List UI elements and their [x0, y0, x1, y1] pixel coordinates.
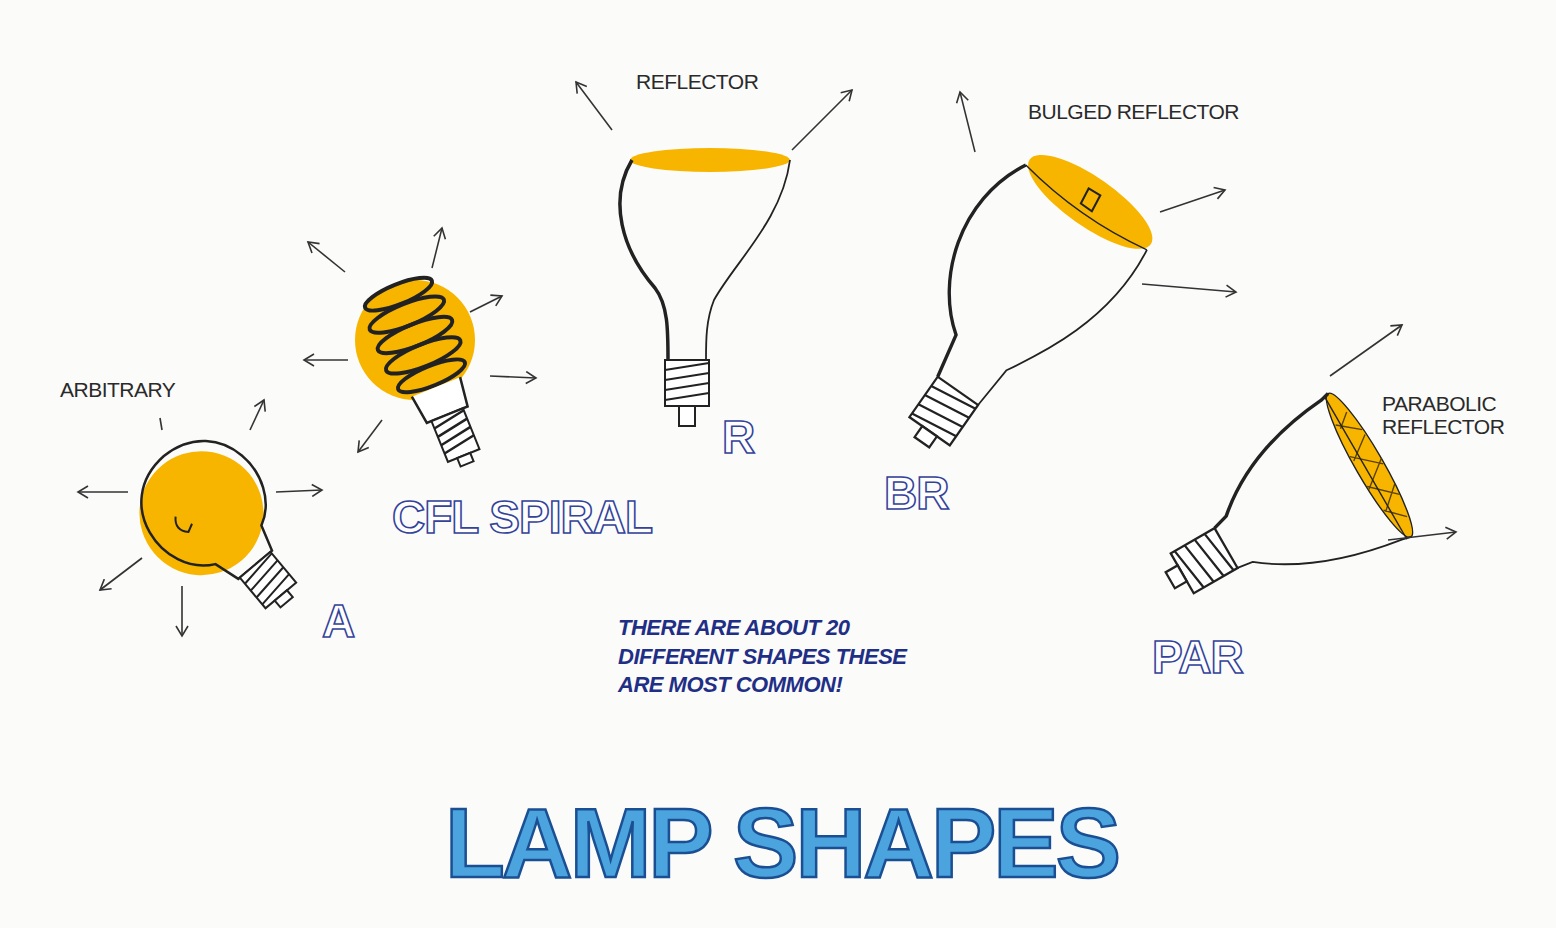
- screw-base: [431, 408, 479, 462]
- screw-thread: [432, 410, 476, 453]
- screw-base: [240, 552, 296, 608]
- base-tip: [457, 453, 473, 467]
- light-arrow: [250, 400, 264, 430]
- shape-name: CFL SPIRAL: [392, 492, 712, 543]
- shape-note: REFLECTOR: [636, 70, 836, 93]
- light-arrow: [1160, 190, 1225, 212]
- light-arrow: [576, 82, 612, 130]
- light-arrow: [490, 376, 536, 378]
- screw-thread: [665, 363, 709, 400]
- tick-mark: [160, 418, 162, 430]
- note-text: THERE ARE ABOUT 20 DIFFERENT SHAPES THES…: [618, 614, 918, 700]
- bulb-outline: [1185, 394, 1358, 529]
- spiral-coil: [361, 271, 435, 317]
- shape-code: BR: [884, 468, 1004, 519]
- bulb-outline: [1238, 485, 1411, 620]
- shape-code: PAR: [1152, 632, 1312, 683]
- base-tip: [1166, 565, 1187, 588]
- filament: [172, 511, 195, 535]
- shape-note: BULGED REFLECTOR: [1028, 100, 1308, 123]
- light-arrow: [1330, 325, 1402, 376]
- cfl-bulb: [358, 270, 504, 479]
- base-tip: [679, 406, 695, 426]
- light-arrow: [432, 228, 442, 268]
- shape-code: A: [322, 596, 402, 647]
- bulb-outline: [706, 160, 790, 360]
- par-bulb: [1129, 387, 1423, 652]
- light-arrow: [1142, 284, 1236, 292]
- filament: [1079, 188, 1102, 212]
- light-arrow: [276, 490, 322, 492]
- light-arrow: [960, 92, 975, 152]
- spiral-coil: [382, 330, 464, 380]
- screw-base: [665, 360, 709, 406]
- spiral-coil: [374, 310, 456, 360]
- a-bulb: [110, 417, 333, 648]
- base-tip: [275, 590, 293, 607]
- light-arrow: [78, 491, 128, 493]
- shape-code: R: [722, 412, 802, 463]
- br-bulb: [848, 130, 1166, 486]
- shape-note: ARBITRARY: [60, 378, 260, 401]
- spiral-coil: [366, 289, 448, 339]
- light-arrows: [78, 82, 1456, 636]
- base-tip: [915, 426, 937, 447]
- light-fill: [630, 148, 790, 172]
- light-arrow: [792, 90, 852, 150]
- diagram-title: LAMP SHAPES: [445, 790, 1118, 898]
- bulb-outline: [620, 160, 668, 360]
- light-arrow: [358, 420, 382, 452]
- light-arrow: [1388, 532, 1456, 540]
- light-fill: [1016, 139, 1165, 264]
- r-bulb: [620, 148, 790, 426]
- bulb-outline: [1022, 165, 1147, 255]
- bulb-outline: [884, 156, 1066, 377]
- shape-note: PARABOLIC REFLECTOR: [1382, 392, 1532, 438]
- light-arrow: [100, 558, 142, 590]
- bulb-outline: [978, 222, 1149, 435]
- light-arrow: [181, 586, 183, 636]
- light-arrow: [304, 359, 348, 361]
- light-arrow: [308, 242, 345, 272]
- light-arrow: [470, 296, 502, 312]
